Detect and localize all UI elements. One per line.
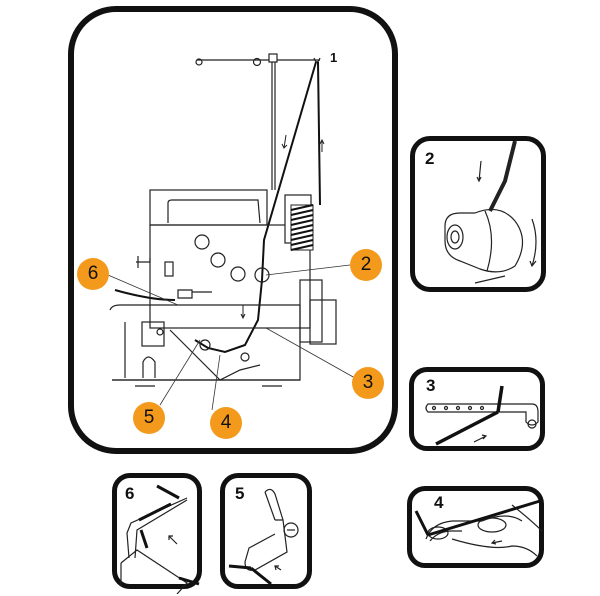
inset-needle-clamp: 5: [220, 473, 312, 589]
callout-6: 6: [77, 258, 109, 290]
main-machine-view: [68, 6, 398, 454]
inset-4-number: 4: [434, 493, 444, 512]
inset-tension-dial: 2: [410, 136, 546, 292]
tension-dial-illustration: [444, 141, 537, 284]
needle-clamp-illustration: [228, 488, 299, 586]
callout-4: 4: [210, 407, 242, 439]
inset-looper: 4: [407, 486, 544, 568]
inset-thread-guide: 3: [409, 367, 545, 451]
thread-spool: [290, 204, 314, 251]
inset-6-number: 6: [125, 484, 135, 503]
inset-2-number: 2: [425, 149, 435, 168]
inset-5-number: 5: [235, 484, 245, 503]
step-1-label: 1: [330, 50, 338, 65]
callout-5: 5: [133, 402, 165, 434]
needle-illustration: [120, 484, 200, 594]
looper-illustration: [414, 499, 543, 557]
inset-3-number: 3: [426, 376, 436, 395]
callout-3: 3: [352, 367, 384, 399]
inset-needle: 6: [112, 473, 202, 594]
direction-arrows: [240, 134, 325, 320]
thread-guide-illustration: [425, 385, 539, 446]
callout-leaders: [107, 264, 356, 411]
thread-path: [114, 61, 321, 354]
thread-stand: [195, 53, 321, 190]
callout-2: 2: [350, 249, 382, 281]
